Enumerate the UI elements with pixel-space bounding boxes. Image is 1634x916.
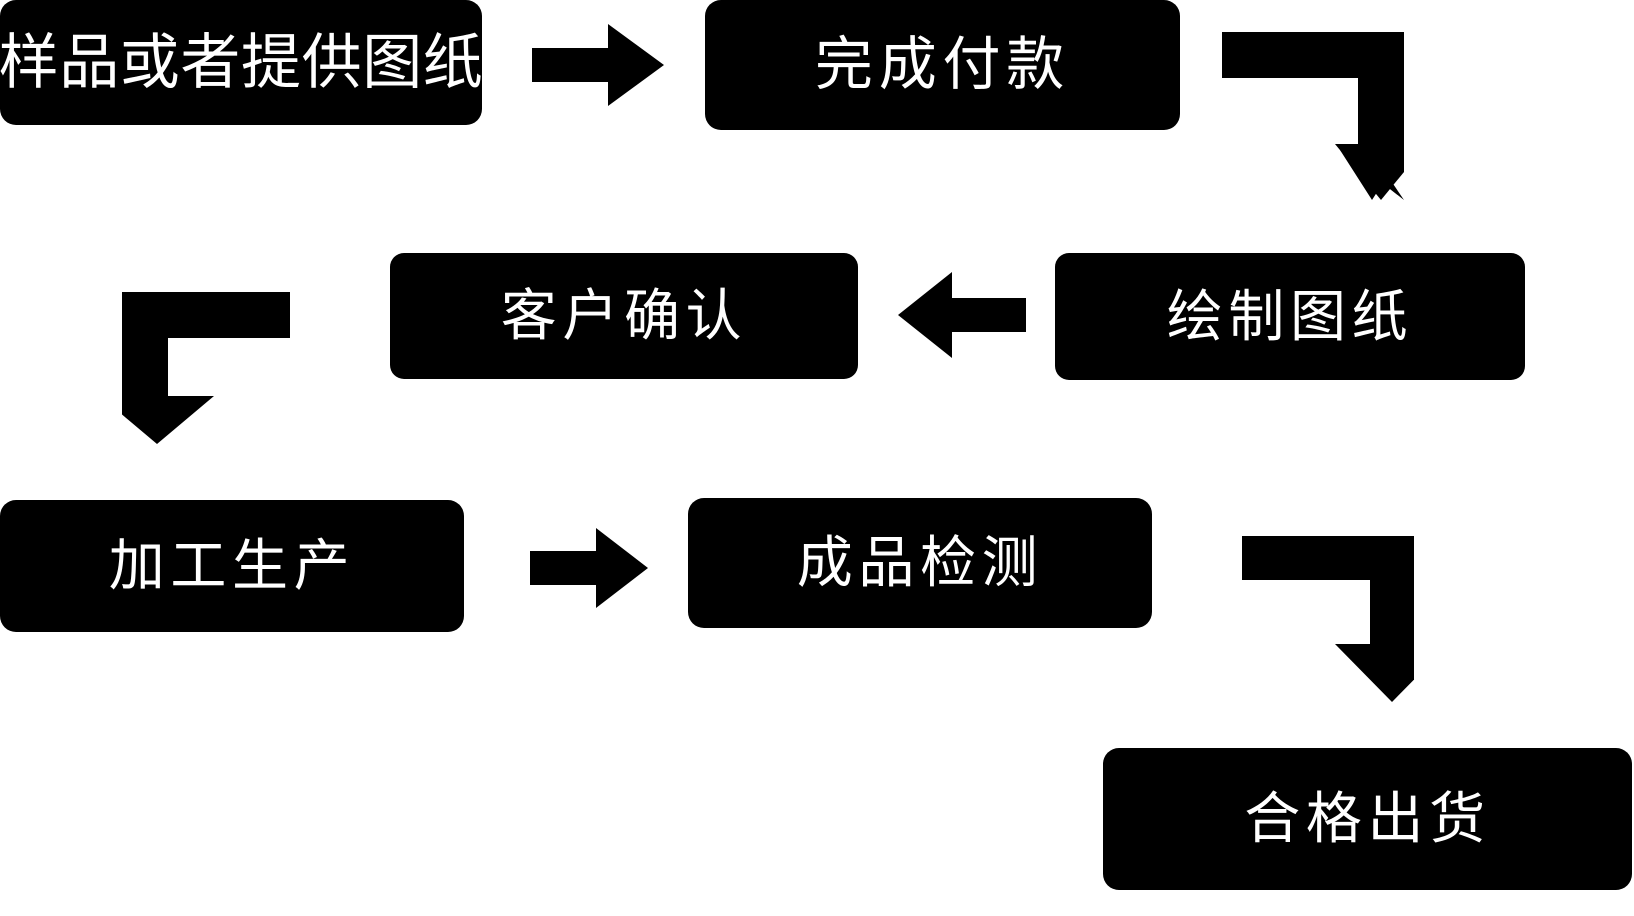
arrow-elbow-right-down-icon: [1222, 32, 1404, 200]
arrow-elbow-right-down-icon: [1242, 536, 1414, 702]
flow-node-label: 合格出货: [1244, 787, 1491, 850]
flow-node-customer-confirm[interactable]: 客户确认: [390, 253, 858, 379]
flow-node-label: 完成付款: [814, 32, 1071, 97]
arrow-elbow-left-down-icon: [122, 292, 290, 444]
arrow-right-icon: [532, 24, 664, 106]
flow-node-label: 样品或者提供图纸: [0, 28, 484, 96]
arrow-right-icon: [530, 528, 648, 608]
flow-node-qualified-shipment[interactable]: 合格出货: [1103, 748, 1632, 890]
flow-node-draw-drawing[interactable]: 绘制图纸: [1055, 253, 1525, 380]
flow-node-label: 客户确认: [500, 284, 748, 347]
flow-node-label: 成品检测: [796, 531, 1044, 594]
flow-node-complete-payment[interactable]: 完成付款: [705, 0, 1180, 130]
flow-node-label: 加工生产: [108, 534, 356, 597]
flow-node-production[interactable]: 加工生产: [0, 500, 464, 632]
flow-node-sample-or-drawing[interactable]: 样品或者提供图纸: [0, 0, 483, 125]
flow-node-label: 绘制图纸: [1166, 284, 1414, 348]
arrow-left-icon: [898, 272, 1026, 358]
flow-node-final-inspection[interactable]: 成品检测: [688, 498, 1152, 628]
